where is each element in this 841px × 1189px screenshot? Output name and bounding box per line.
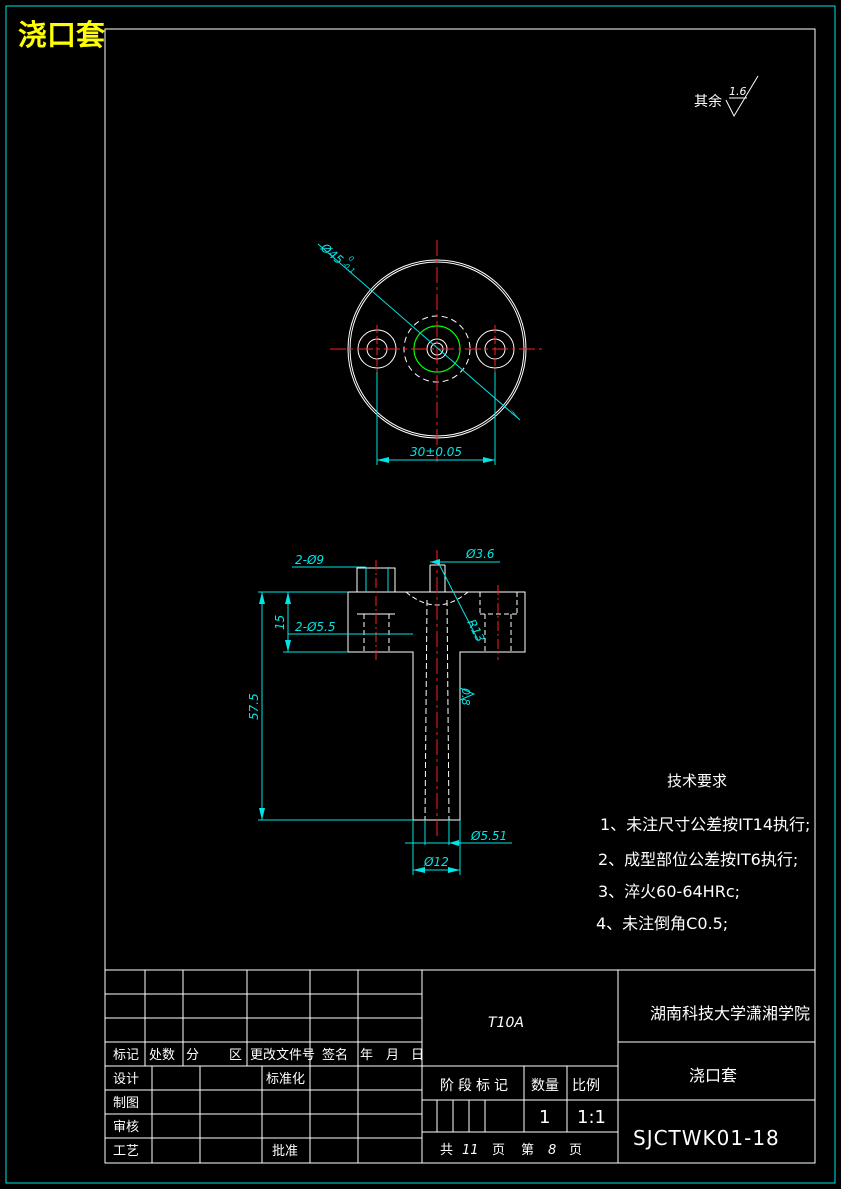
title-block bbox=[105, 969, 815, 1163]
outer-frame bbox=[5, 5, 836, 1184]
sheets-current: 8 bbox=[548, 1143, 556, 1158]
label-approve: 批准 bbox=[272, 1144, 298, 1159]
label-standardize: 标准化 bbox=[266, 1072, 305, 1087]
dim-dia-12: Ø12 bbox=[423, 855, 449, 869]
material: T10A bbox=[488, 1015, 524, 1031]
dim-hole-2x9: 2-Ø9 bbox=[295, 553, 324, 567]
rev-header-month: 月 bbox=[386, 1048, 399, 1063]
dim-height-15: 15 bbox=[273, 615, 287, 630]
dim-outer-tol-upper: 0 bbox=[347, 254, 356, 263]
tech-item-2: 2、成型部位公差按IT6执行; bbox=[598, 850, 798, 869]
sheets-total: 11 bbox=[462, 1143, 479, 1158]
roughness-value: 1.6 bbox=[729, 85, 747, 98]
sheets-total-prefix: 共 bbox=[440, 1143, 453, 1158]
dim-hole-2x55: 2-Ø5.5 bbox=[295, 620, 336, 634]
dim-roughness-08: 0.8 bbox=[459, 688, 472, 706]
title-block-text: 标记 处数 分 区 更改文件号 签名 年 月 日 设计 标准化 制图 审核 工艺… bbox=[113, 1004, 810, 1159]
label-quantity: 数量 bbox=[531, 1078, 559, 1094]
tech-item-3: 3、淬火60-64HRc; bbox=[598, 882, 740, 901]
rev-header-doc: 更改文件号 bbox=[250, 1048, 315, 1063]
sheets-unit-2: 页 bbox=[569, 1143, 582, 1158]
rev-header-zone: 区 bbox=[229, 1048, 242, 1063]
inner-frame bbox=[104, 28, 816, 1164]
dim-dia-36: Ø3.6 bbox=[465, 547, 495, 561]
roughness-symbol bbox=[725, 75, 759, 118]
corner-title: 浇口套 bbox=[18, 18, 105, 52]
label-design: 设计 bbox=[113, 1072, 139, 1087]
label-scale: 比例 bbox=[572, 1078, 600, 1094]
rev-header-mark: 标记 bbox=[113, 1048, 139, 1063]
rev-header-year: 年 bbox=[360, 1048, 373, 1063]
label-review: 审核 bbox=[113, 1120, 139, 1135]
label-process: 工艺 bbox=[113, 1144, 139, 1159]
dim-dia-551: Ø5.51 bbox=[470, 829, 507, 843]
dim-radius-13: R13 bbox=[464, 617, 487, 644]
dim-height-575: 57.5 bbox=[247, 693, 261, 720]
roughness-prefix: 其余 bbox=[694, 93, 722, 110]
sheets-unit-1: 页 bbox=[492, 1143, 505, 1158]
rev-header-day: 日 bbox=[411, 1048, 424, 1063]
top-view: Ø45 0 -0.1 30±0.05 bbox=[317, 240, 545, 465]
sheets-current-prefix: 第 bbox=[521, 1143, 534, 1158]
scale-value: 1:1 bbox=[577, 1107, 606, 1128]
tech-item-1: 1、未注尺寸公差按IT14执行; bbox=[600, 815, 810, 834]
label-stage: 阶段标记 bbox=[440, 1078, 512, 1094]
part-name: 浇口套 bbox=[689, 1066, 737, 1085]
dim-outer-tol-lower: -0.1 bbox=[341, 260, 357, 275]
dim-hole-spacing: 30±0.05 bbox=[410, 445, 462, 459]
label-draw: 制图 bbox=[113, 1096, 139, 1111]
dim-outer-dia: Ø45 bbox=[317, 240, 346, 267]
rev-header-sign: 签名 bbox=[322, 1047, 348, 1063]
tech-item-4: 4、未注倒角C0.5; bbox=[596, 914, 728, 933]
drawing-number: SJCTWK01-18 bbox=[633, 1126, 780, 1150]
quantity-value: 1 bbox=[539, 1107, 550, 1128]
tech-title: 技术要求 bbox=[667, 772, 727, 790]
school-name: 湖南科技大学潇湘学院 bbox=[650, 1004, 810, 1023]
tech-requirements: 技术要求 1、未注尺寸公差按IT14执行; 2、成型部位公差按IT6执行; 3、… bbox=[596, 772, 810, 933]
rev-header-division: 分 bbox=[186, 1048, 199, 1063]
roughness-note: 其余 1.6 bbox=[694, 75, 759, 118]
front-view: 2-Ø9 2-Ø5.5 Ø3.6 R13 15 57.5 0.8 Ø5.51 bbox=[247, 547, 526, 875]
rev-header-count: 处数 bbox=[149, 1048, 175, 1063]
